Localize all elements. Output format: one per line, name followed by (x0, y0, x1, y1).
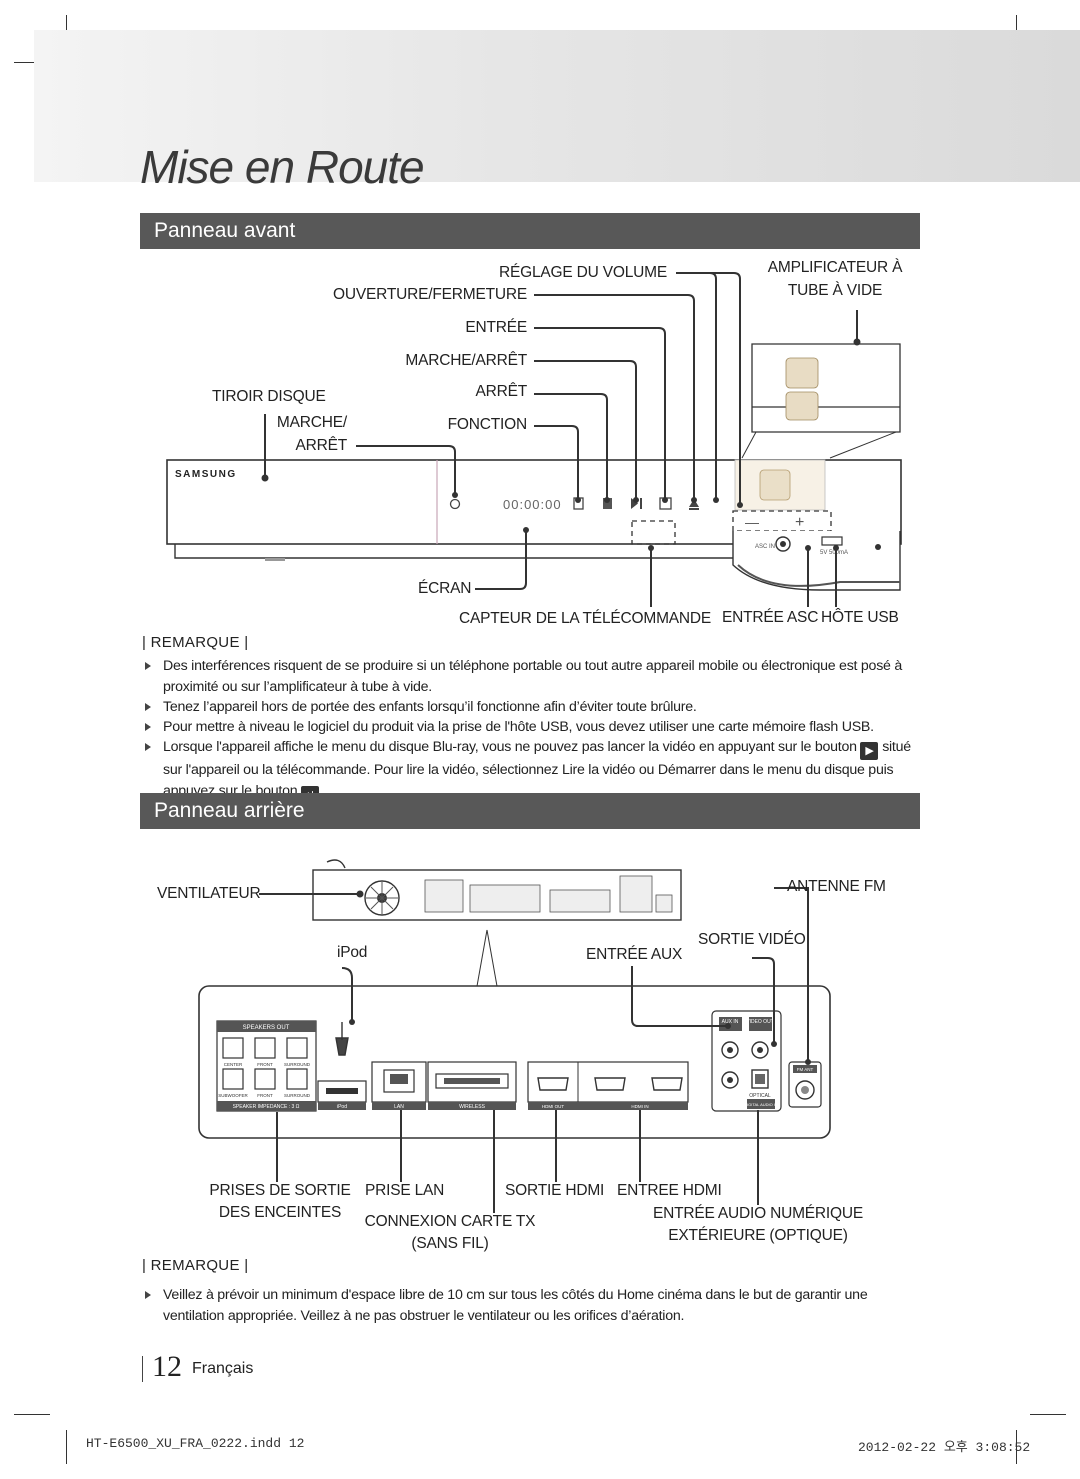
label-stop: ARRÊT (475, 383, 527, 400)
label-tray: TIROIR DISQUE (212, 388, 326, 405)
label-tube-amp-2: TUBE À VIDE (787, 282, 883, 299)
crop-mark (1030, 1414, 1066, 1415)
label-lan: PRISE LAN (365, 1182, 445, 1199)
usb-port[interactable] (821, 536, 843, 546)
panel-surround: SURROUND (284, 1062, 311, 1067)
brand-logo: SAMSUNG (175, 469, 237, 480)
label-speakers-2: DES ENCEINTES (218, 1204, 342, 1221)
crop-mark (1016, 1430, 1017, 1464)
header-band (34, 30, 1080, 182)
stop-icon[interactable] (603, 498, 612, 509)
panel-impedance: SPEAKER IMPEDANCE : 3 Ω (233, 1104, 300, 1110)
page-language: Français (192, 1360, 254, 1377)
asc-in-tiny: ASC IN (755, 544, 775, 550)
label-aux-in: ENTRÉE AUX (586, 946, 683, 963)
panel-wireless: WIRELESS (459, 1104, 486, 1110)
label-hdmi-out: SORTIE HDMI (505, 1182, 605, 1199)
label-function: FONCTION (447, 416, 528, 433)
label-usb-host: HÔTE USB (821, 609, 899, 626)
volume-minus[interactable]: — (745, 514, 759, 530)
play-button-icon: ▶ (860, 742, 879, 760)
label-ipod: iPod (337, 944, 368, 961)
label-power: MARCHE/ARRÊT (405, 352, 527, 369)
chapter-title: Mise en Route (140, 141, 425, 193)
panel-subwoofer: SUBWOOFER (218, 1093, 248, 1098)
label-volume: RÉGLAGE DU VOLUME (498, 264, 667, 281)
label-play-pause-1: MARCHE/ (276, 414, 347, 431)
panel-front: FRONT (257, 1062, 273, 1067)
crop-mark (66, 1430, 67, 1464)
label-tube-amp-1: AMPLIFICATEUR À (767, 259, 903, 276)
footer-timestamp: 2012-02-22 오후 3:08:52 (858, 1440, 1031, 1455)
panel-fm-ant: FM ANT (797, 1067, 814, 1072)
remark-item: Pour mettre à niveau le logiciel du prod… (145, 717, 925, 738)
remote-sensor (631, 520, 676, 545)
crop-mark (14, 62, 50, 63)
page-number: 12 (152, 1350, 182, 1383)
panel-optical: OPTICAL (749, 1093, 771, 1099)
label-remote-sensor: CAPTEUR DE LA TÉLÉCOMMANDE (459, 610, 712, 627)
volume-plus[interactable]: + (795, 514, 804, 531)
label-asc-in: ENTRÉE ASC (722, 609, 819, 626)
panel-hdmi-in: HDMI IN (631, 1104, 648, 1109)
usb-tiny: 5V 500mA (820, 550, 848, 556)
label-video-out: SORTIE VIDÉO (698, 931, 806, 948)
label-open-close: OUVERTURE/FERMETURE (333, 286, 527, 303)
remark-heading-rear: | REMARQUE | (142, 1257, 249, 1274)
footer-filename: HT-E6500_XU_FRA_0222.indd 12 (86, 1436, 305, 1451)
panel-hdmi-out: HDMI OUT (542, 1104, 564, 1109)
panel-surround-r: SURROUND (284, 1093, 311, 1098)
section-front-panel: Panneau avant (140, 213, 920, 249)
panel-lan: LAN (394, 1104, 404, 1110)
label-speakers-1: PRISES DE SORTIE (209, 1182, 351, 1199)
hdmi-in-port[interactable] (594, 1077, 626, 1091)
panel-speakers-out: SPEAKERS OUT (243, 1025, 290, 1031)
panel-digital: DIGITAL AUDIO IN (744, 1102, 778, 1107)
label-input: ENTRÉE (465, 319, 527, 336)
ipod-connector-icon (335, 1022, 349, 1056)
label-wireless-2: (SANS FIL) (411, 1235, 489, 1252)
remark-item: Veillez à prévoir un minimum d'espace li… (145, 1285, 925, 1327)
panel-center: CENTER (224, 1062, 243, 1067)
page-number-divider (142, 1356, 143, 1382)
hdmi-out-port[interactable] (537, 1077, 569, 1091)
remark-heading-front: | REMARQUE | (142, 634, 249, 651)
remark-item: Tenez l’appareil hors de portée des enfa… (145, 697, 925, 718)
label-fan: VENTILATEUR (157, 885, 261, 902)
label-optical-1: ENTRÉE AUDIO NUMÉRIQUE (652, 1205, 864, 1222)
speaker-terminals[interactable] (216, 1020, 317, 1112)
panel-aux-in: AUX IN (722, 1019, 739, 1025)
hdmi-in-port[interactable] (651, 1077, 683, 1091)
crop-mark (14, 1414, 50, 1415)
panel-ipod: iPod (337, 1104, 347, 1110)
label-wireless-1: CONNEXION CARTE TX (364, 1213, 536, 1230)
label-fm-antenna: ANTENNE FM (787, 878, 886, 895)
remark-item: Des interférences risquent de se produir… (145, 656, 925, 698)
panel-front-r: FRONT (257, 1093, 273, 1098)
section-rear-panel: Panneau arrière (140, 793, 920, 829)
panel-video-out: VIDEO OUT (746, 1019, 774, 1025)
play-pause-icon[interactable] (631, 498, 638, 509)
vacuum-tube-icon (785, 357, 819, 389)
power-icon[interactable] (449, 498, 461, 510)
label-screen: ÉCRAN (418, 580, 472, 597)
display-readout: 00:00:00 (503, 497, 562, 512)
label-optical-2: EXTÉRIEURE (OPTIQUE) (668, 1227, 848, 1244)
label-hdmi-in: ENTREE HDMI (617, 1182, 722, 1199)
label-play-pause-2: ARRÊT (295, 437, 347, 454)
